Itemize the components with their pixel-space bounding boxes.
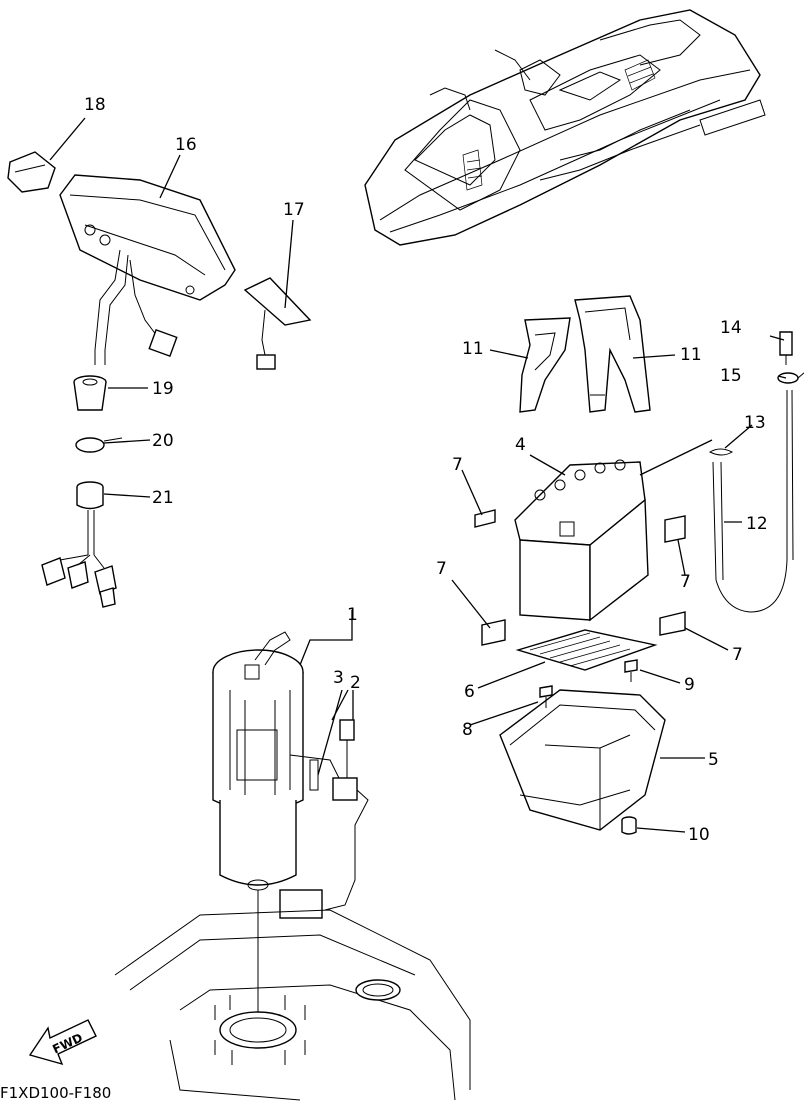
callout-11-right: 11	[680, 345, 702, 365]
leader-lines	[49, 117, 787, 833]
callout-1: 1	[347, 605, 358, 625]
switch-part-18	[7, 151, 56, 193]
callout-7-c: 7	[680, 572, 691, 592]
bolt-9	[624, 659, 638, 682]
callout-labels: 18 16 17 19 20 21 1 3 2 11 11 14 15 13 4…	[84, 95, 768, 845]
breather-hose-12	[712, 389, 794, 613]
clamp-20	[75, 437, 123, 453]
forward-direction-arrow: FWD	[28, 1019, 97, 1066]
fuel-pump-assembly	[212, 631, 369, 1030]
callout-20: 20	[152, 431, 174, 451]
callout-7-d: 7	[732, 645, 743, 665]
callout-5: 5	[708, 750, 719, 770]
callout-8: 8	[462, 720, 473, 740]
meter-assembly	[59, 174, 236, 365]
callout-16: 16	[175, 135, 197, 155]
battery-pads-7	[474, 509, 686, 646]
sensor-part-17	[243, 277, 312, 370]
callout-3: 3	[333, 668, 344, 688]
callout-13: 13	[744, 413, 766, 433]
grommet-19	[73, 375, 107, 411]
callout-7-a: 7	[452, 455, 463, 475]
drawing-code: F1XD100-F180	[0, 1084, 111, 1102]
callout-4: 4	[515, 435, 526, 455]
battery-4	[514, 459, 649, 622]
watercraft-illustration	[364, 9, 766, 246]
bolt-8	[539, 685, 553, 708]
callout-2: 2	[350, 673, 361, 693]
fuel-tank-outline	[114, 909, 471, 1101]
collar-10	[621, 816, 637, 835]
callout-19: 19	[152, 379, 174, 399]
callout-9: 9	[684, 675, 695, 695]
callout-21: 21	[152, 488, 174, 508]
callout-18: 18	[84, 95, 106, 115]
battery-band-11	[519, 295, 651, 413]
sleeve-21	[41, 481, 117, 608]
callout-17: 17	[283, 200, 305, 220]
callout-6: 6	[464, 682, 475, 702]
callout-11-left: 11	[462, 339, 484, 359]
callout-12: 12	[746, 514, 768, 534]
fitting-14	[779, 331, 793, 365]
callout-14: 14	[720, 318, 742, 338]
callout-15: 15	[720, 366, 742, 386]
battery-box-5	[499, 689, 666, 831]
clip-13	[708, 448, 734, 456]
callout-10: 10	[688, 825, 710, 845]
battery-mat-6	[515, 629, 658, 671]
callout-7-b: 7	[436, 559, 447, 579]
